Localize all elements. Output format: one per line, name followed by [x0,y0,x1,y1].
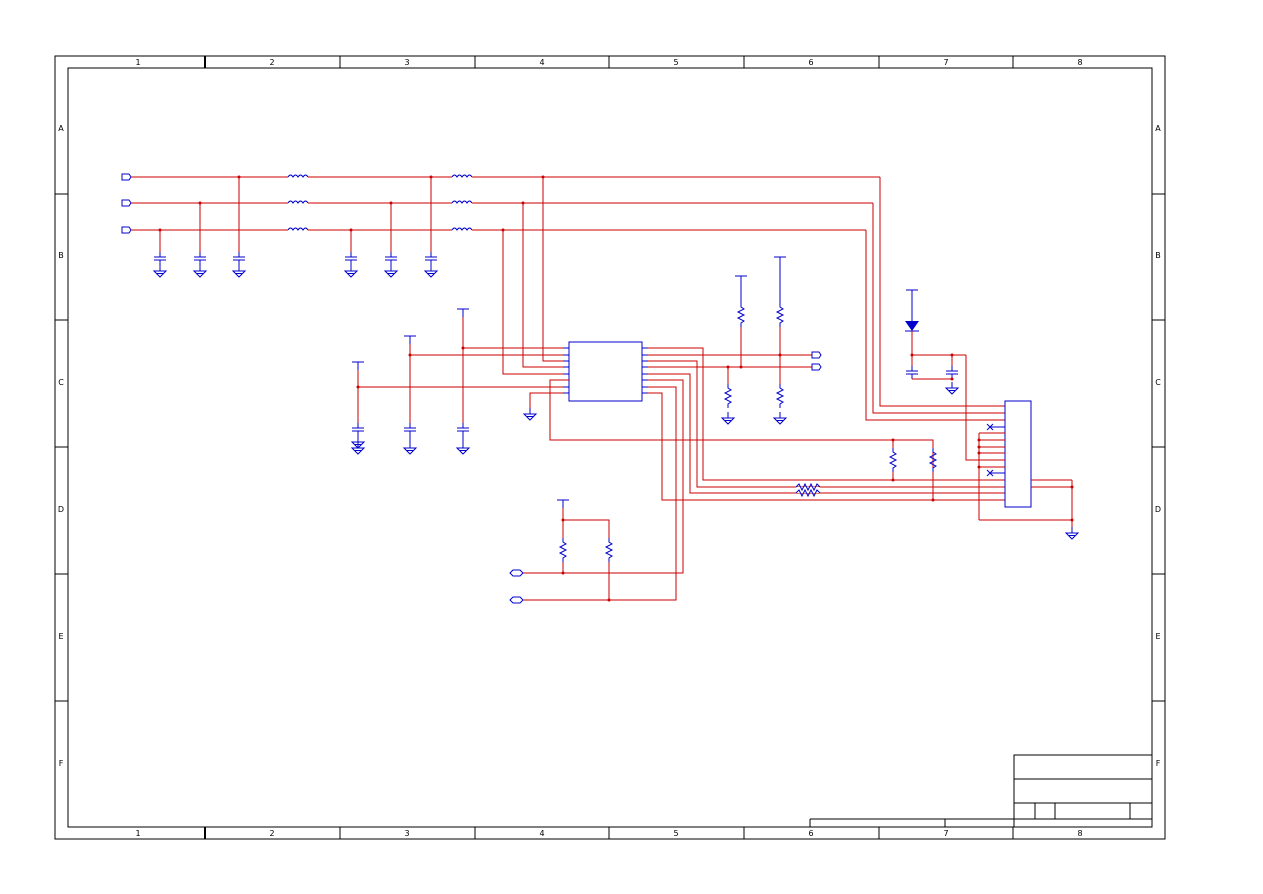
port-out-2 [811,363,822,371]
resistor [889,447,897,473]
power-icon [734,275,748,285]
inductor [451,227,473,231]
column-label-top: 6 [808,58,813,67]
column-label-top: 3 [404,58,409,67]
power-icon [905,289,919,299]
resistor [737,302,745,328]
inductor [451,174,473,178]
power-icon [556,499,570,509]
port-out-1 [811,351,822,359]
ground-icon [344,264,358,278]
ground-icon [773,411,787,425]
row-label-right: B [1155,251,1161,260]
capacitor [232,251,246,266]
power-icon [773,256,787,266]
ground-icon [523,407,537,421]
row-label-left: D [58,505,64,514]
capacitor [384,251,398,266]
capacitor [403,422,417,437]
column-label-bottom: 8 [1077,829,1082,838]
inductor [287,227,309,231]
resistor [776,383,784,409]
ground-icon [945,381,959,395]
row-label-right: E [1155,632,1160,641]
ic-section [351,256,1005,604]
resistor [724,383,732,409]
capacitor [945,365,959,380]
resistor [559,537,567,563]
capacitor [344,251,358,266]
resistor [605,537,613,563]
ic-chip [568,341,643,402]
title-block [809,754,1153,828]
column-label-top: 8 [1077,58,1082,67]
port-i2c-1 [509,569,524,577]
capacitor [905,365,919,380]
row-label-left: C [58,378,64,387]
column-label-bottom: 5 [673,829,678,838]
ground-icon [193,264,207,278]
resistor [776,302,784,328]
capacitor [351,422,365,437]
ground-icon [424,264,438,278]
ground-icon [456,441,470,455]
column-label-top: 1 [135,58,140,67]
row-label-right: A [1155,124,1161,133]
inductor [287,174,309,178]
ground-icon [384,264,398,278]
sheet-frame [54,55,1166,840]
column-label-bottom: 2 [269,829,274,838]
column-label-bottom: 6 [808,829,813,838]
ground-icon [232,264,246,278]
row-label-right: C [1155,378,1161,387]
power-icon [456,308,470,318]
column-label-bottom: 7 [943,829,948,838]
filter-network [121,173,1005,421]
capacitor [193,251,207,266]
capacitor [456,422,470,437]
column-label-bottom: 4 [539,829,544,838]
column-label-top: 2 [269,58,274,67]
port-i2c-2 [509,596,524,604]
column-label-top: 5 [673,58,678,67]
port-rail-3 [121,226,132,234]
row-label-right: F [1156,759,1161,768]
inductor [451,200,473,204]
row-label-left: B [58,251,64,260]
ground-icon [153,264,167,278]
connector-body [1004,400,1032,508]
power-icon [351,361,365,371]
column-label-bottom: 3 [404,829,409,838]
row-label-left: A [58,124,64,133]
capacitor [153,251,167,266]
port-rail-1 [121,173,132,181]
inductor [287,200,309,204]
row-label-left: F [59,759,64,768]
power-icon [403,335,417,345]
row-label-left: E [58,632,63,641]
ground-icon [403,441,417,455]
row-label-right: D [1155,505,1161,514]
connector-section [905,289,1079,540]
ground-icon [721,411,735,425]
column-label-bottom: 1 [135,829,140,838]
ground-icon [1065,526,1079,540]
column-label-top: 7 [943,58,948,67]
port-rail-2 [121,199,132,207]
diode-icon [905,321,919,331]
capacitor [424,251,438,266]
column-label-top: 4 [539,58,544,67]
